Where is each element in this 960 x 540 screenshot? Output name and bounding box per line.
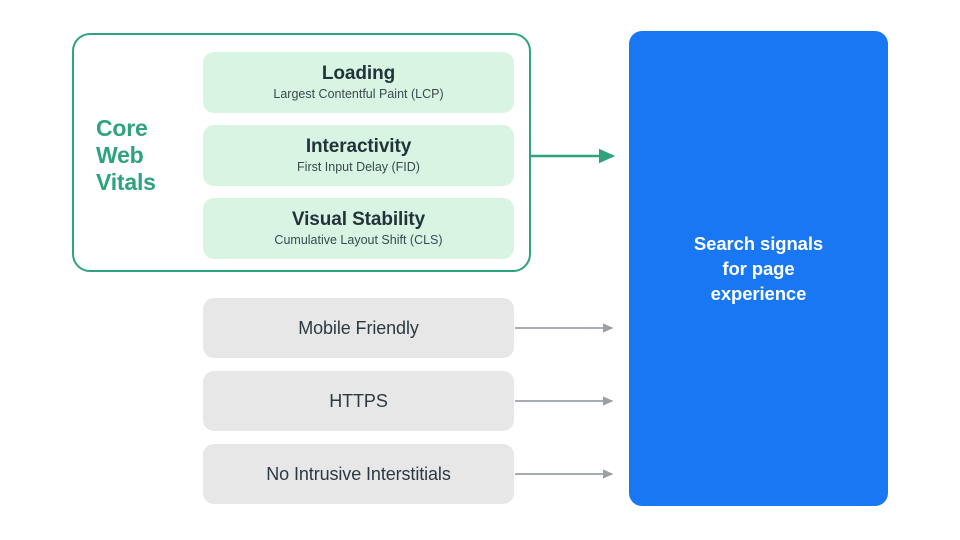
signal-card-mobile-friendly[interactable]: Mobile Friendly	[203, 298, 514, 358]
signal-card-https[interactable]: HTTPS	[203, 371, 514, 431]
core-web-vitals-group	[72, 33, 531, 272]
vital-card-interactivity[interactable]: Interactivity First Input Delay (FID)	[203, 125, 514, 186]
signal-label: No Intrusive Interstitials	[266, 464, 451, 484]
search-signals-text: Search signals for page experience	[693, 233, 824, 304]
vital-title: Interactivity	[305, 136, 412, 157]
vital-title: Visual Stability	[291, 209, 426, 230]
signal-card-no-intrusive-interstitials[interactable]: No Intrusive Interstitials	[203, 444, 514, 504]
core-web-vitals-label: Core Web Vitals	[96, 115, 156, 195]
signal-label: Mobile Friendly	[298, 318, 419, 338]
vital-card-loading[interactable]: Loading Largest Contentful Paint (LCP)	[203, 52, 514, 113]
vital-subtitle: Cumulative Layout Shift (CLS)	[274, 233, 443, 247]
search-signals-panel: Search signals for page experience	[629, 31, 888, 506]
vital-title: Loading	[321, 63, 396, 84]
vital-subtitle: Largest Contentful Paint (LCP)	[273, 87, 444, 101]
signal-label: HTTPS	[329, 391, 388, 411]
vital-subtitle: First Input Delay (FID)	[297, 160, 420, 174]
vital-card-visual-stability[interactable]: Visual Stability Cumulative Layout Shift…	[203, 198, 514, 259]
